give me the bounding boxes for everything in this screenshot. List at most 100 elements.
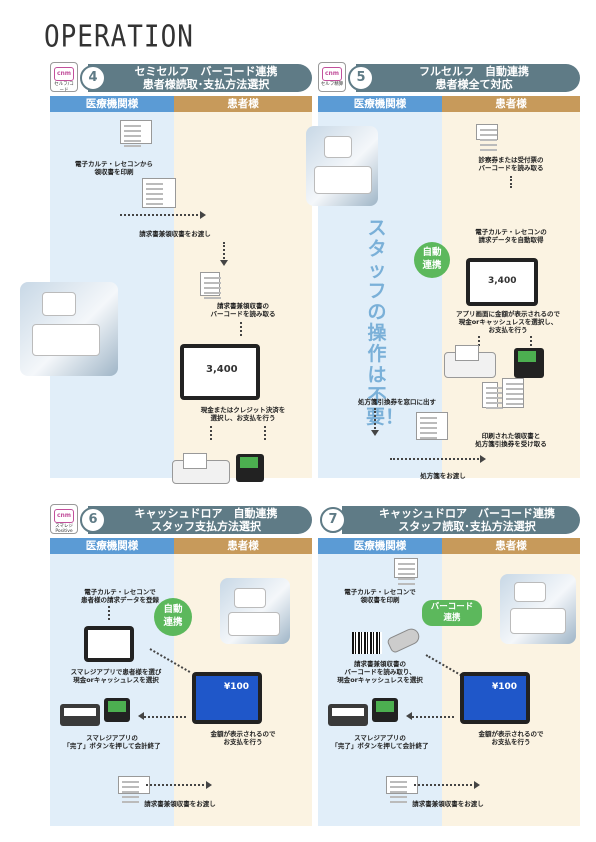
staff-icon xyxy=(92,204,114,228)
staff-icon xyxy=(90,760,112,784)
step-caption: 金額が表示されるのでお支払を行う xyxy=(478,730,544,746)
medical-column-header: 医療機関様 xyxy=(50,538,174,554)
display-amount: ¥100 xyxy=(224,682,250,692)
step-caption: 請求書兼領収書をお渡し xyxy=(412,800,484,808)
panel-subtitle: スタッフ支払方法選択 xyxy=(151,520,261,533)
auto-link-badge: 自動連携 xyxy=(414,242,450,278)
display-amount: ¥100 xyxy=(492,682,518,692)
step-caption: 印刷された領収書と処方箋引換券を受け取る xyxy=(475,432,547,448)
kiosk-photo xyxy=(20,282,118,376)
cash-drawer-icon xyxy=(328,704,368,726)
step-caption: 請求書兼領収書のバーコードを読み取り、現金orキャッシュレスを選択 xyxy=(337,660,423,684)
invoice-receipt-icon xyxy=(118,776,150,794)
barcode-register-photo xyxy=(500,574,576,644)
tablet-amount: 3,400 xyxy=(488,276,517,286)
patient-column-header: 患者様 xyxy=(174,96,312,112)
patient-column-header: 患者様 xyxy=(442,96,580,112)
invoice-receipt-icon xyxy=(386,776,418,794)
prescription-voucher-icon xyxy=(482,382,503,408)
panel-subtitle: スタッフ読取･支払方法選択 xyxy=(398,520,536,533)
step-caption: 電子カルテ・レセコンで患者様の請求データを登録 xyxy=(81,588,159,604)
patient-icon xyxy=(212,202,234,226)
step-caption: 請求書兼領収書のバーコードを読み取る xyxy=(210,302,276,318)
receipt-icon xyxy=(200,272,221,296)
invoice-receipt-icon xyxy=(142,178,176,208)
reader-kiosk-icon xyxy=(498,112,528,146)
barcode-link-badge: バーコード連携 xyxy=(422,600,482,626)
step-caption: 電子カルテ・レセコンの請求データを自動取得 xyxy=(475,228,547,244)
step-caption: スマレジアプリの「完了」ボタンを押して会計終了 xyxy=(331,734,429,750)
step-number: 4 xyxy=(80,65,106,91)
no-staff-operation-text: スタッフの操作は不要！ xyxy=(366,217,405,428)
medical-column-header: 医療機関様 xyxy=(318,96,442,112)
panel-7: 7 キャッシュドロア バーコード連携 スタッフ読取･支払方法選択 医療機関様 患… xyxy=(318,504,580,826)
panel-title: セミセルフ バーコード連携 xyxy=(134,65,278,78)
payment-tablet: 3,400 xyxy=(180,344,260,400)
receipt-printout-icon xyxy=(394,558,418,578)
auto-link-badge: 自動連携 xyxy=(154,598,192,636)
patient-icon xyxy=(486,772,508,796)
customer-display: ¥100 xyxy=(460,672,530,724)
step-caption: 請求書兼領収書をお渡し xyxy=(139,230,211,238)
page-title: OPERATION xyxy=(44,20,194,55)
step-number: 6 xyxy=(80,507,106,533)
receipt-icon xyxy=(416,412,448,440)
step-caption: スマレジアプリの「完了」ボタンを押して会計終了 xyxy=(63,734,161,750)
panel-title: キャッシュドロア バーコード連携 xyxy=(379,507,555,520)
computer-icon xyxy=(352,556,390,584)
cash-drawer-photo xyxy=(220,578,290,644)
tablet-amount: 3,400 xyxy=(206,364,238,375)
panel-subtitle: 患者様全て対応 xyxy=(435,78,513,91)
panel-subtitle: 患者様読取･支払方法選択 xyxy=(142,78,270,91)
self-checkout-machine xyxy=(172,453,230,484)
medical-column-header: 医療機関様 xyxy=(50,96,174,112)
patient-icon xyxy=(218,772,240,796)
staff-icon xyxy=(362,446,384,470)
customer-display: ¥100 xyxy=(192,672,262,724)
card-icon xyxy=(476,124,498,140)
step-caption: 金額が表示されるのでお支払を行う xyxy=(210,730,276,746)
step-caption: スマレジアプリで患者様を選び現金orキャッシュレスを選択 xyxy=(70,668,162,684)
step-caption: アプリ画面に金額が表示されるので現金orキャッシュレスを選択し、お支払を行う xyxy=(456,310,560,334)
step-number: 5 xyxy=(348,65,374,91)
reader-kiosk-icon xyxy=(220,266,250,300)
step-caption: 処方箋引換券を窓口に出す xyxy=(358,398,436,406)
card-terminal-icon xyxy=(372,698,398,722)
step-caption: 電子カルテ・レセコンから領収書を印刷 xyxy=(75,160,153,176)
card-terminal-icon xyxy=(104,698,130,722)
patient-icon xyxy=(494,446,516,470)
computer-icon xyxy=(72,118,110,146)
panel-title: フルセルフ 自動連携 xyxy=(419,65,529,78)
computer-icon xyxy=(90,556,128,584)
payment-tablet: 3,400 xyxy=(466,258,538,306)
printed-receipt-icon xyxy=(502,378,524,408)
cash-drawer-icon xyxy=(60,704,100,726)
step-caption: 現金またはクレジット決済を選択し、お支払を行う xyxy=(200,406,286,422)
card-terminal-icon xyxy=(236,454,264,482)
patient-column-header: 患者様 xyxy=(174,538,312,554)
panel-title: キャッシュドロア 自動連携 xyxy=(134,507,278,520)
step-number: 7 xyxy=(320,507,346,533)
panel-7-header: 7 キャッシュドロア バーコード連携 スタッフ読取･支払方法選択 xyxy=(318,504,580,536)
computer-icon xyxy=(492,192,530,220)
receipt-printout-icon xyxy=(120,120,152,144)
step-caption: 診察券または受付票のバーコードを読み取る xyxy=(478,156,544,172)
patient-column-header: 患者様 xyxy=(442,538,580,554)
medical-column-header: 医療機関様 xyxy=(318,538,442,554)
barcode-icon xyxy=(352,632,382,654)
step-caption: 電子カルテ・レセコンで領収書を印刷 xyxy=(344,588,416,604)
self-checkout-machine xyxy=(444,345,496,378)
step-caption: 処方箋をお渡し xyxy=(420,472,466,480)
step-caption: 請求書兼領収書をお渡し xyxy=(144,800,216,808)
card-terminal-icon xyxy=(514,348,544,378)
smaregi-tablet xyxy=(84,626,134,662)
